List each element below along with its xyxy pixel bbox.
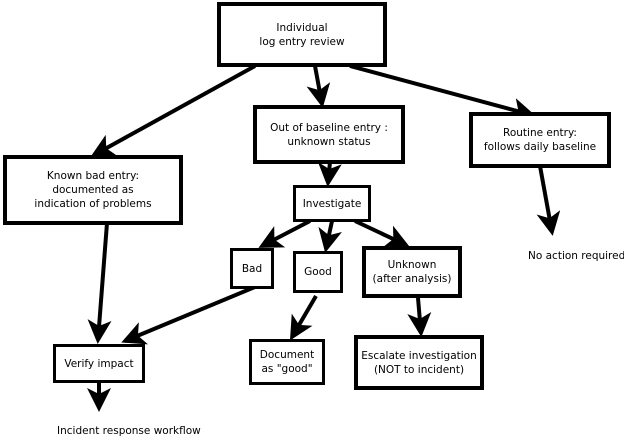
arrow-investigate-to-good xyxy=(318,220,342,253)
node-routine-entry: Routine entry: follows daily baseline xyxy=(469,112,611,168)
arrow-unknown-to-escalate xyxy=(407,297,432,337)
node-escalate-investigation: Escalate investigation (NOT to incident) xyxy=(354,335,484,390)
arrow-bad-to-verify xyxy=(121,285,256,345)
node-investigate: Investigate xyxy=(293,185,371,222)
arrow-review-to-known-bad xyxy=(90,64,256,157)
node-log-entry-review: Individual log entry review xyxy=(217,2,387,67)
terminal-incident-response-workflow: Incident response workflow xyxy=(57,425,201,437)
node-document-good: Document as "good" xyxy=(249,339,325,385)
arrow-out-of-baseline-to-investigate xyxy=(317,161,342,187)
arrow-review-to-out-of-baseline xyxy=(306,65,331,108)
node-bad: Bad xyxy=(230,248,274,289)
node-verify-impact: Verify impact xyxy=(53,344,145,383)
node-out-of-baseline-entry: Out of baseline entry : unknown status xyxy=(253,105,405,164)
arrow-known-bad-to-verify xyxy=(87,222,112,344)
arrow-review-to-routine xyxy=(349,64,536,122)
node-known-bad-entry: Known bad entry: documented as indicatio… xyxy=(3,155,183,225)
arrow-investigate-to-unknown xyxy=(354,219,410,248)
arrow-good-to-document xyxy=(289,294,318,341)
terminal-no-action-required: No action required xyxy=(528,250,624,262)
arrow-investigate-to-bad xyxy=(258,219,311,248)
node-good: Good xyxy=(293,251,343,293)
node-unknown-after-analysis: Unknown (after analysis) xyxy=(362,246,462,298)
arrow-routine-to-no-action xyxy=(536,165,561,236)
